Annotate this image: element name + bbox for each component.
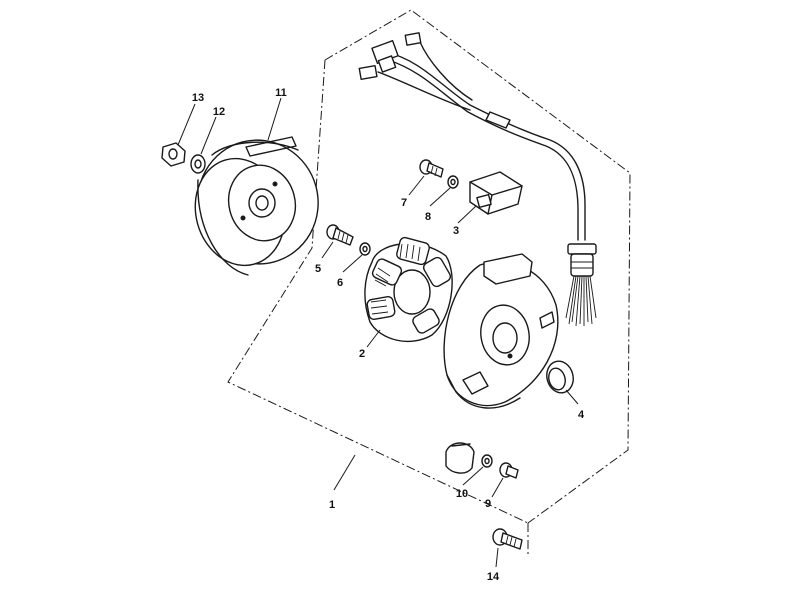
wire-harness [358, 32, 597, 327]
callout-7: 7 [401, 197, 407, 209]
callout-6: 6 [337, 277, 343, 289]
callout-8: 8 [425, 211, 431, 223]
leader-lines [177, 97, 579, 568]
callout-12: 12 [213, 106, 225, 118]
assembly-boundary [227, 9, 631, 555]
callout-4: 4 [578, 409, 585, 421]
callout-11: 11 [275, 87, 287, 99]
callout-2: 2 [359, 348, 365, 360]
part-12-washer [190, 154, 206, 174]
part-5-screw [326, 224, 354, 246]
part-11-flywheel [194, 136, 319, 276]
part-8-washer [447, 175, 459, 189]
part-6-washer [359, 242, 371, 256]
callout-14: 14 [487, 571, 500, 583]
part-14-screw [492, 528, 523, 550]
part-9-screw [499, 462, 519, 479]
part-13-nut [161, 142, 186, 167]
callout-5: 5 [315, 263, 321, 275]
callout-10: 10 [456, 488, 468, 500]
callout-3: 3 [453, 225, 459, 237]
callout-9: 9 [485, 498, 491, 510]
part-4-oil-seal [546, 360, 574, 394]
part-3-pulser-coil [469, 171, 523, 215]
part-7-screw [419, 159, 444, 178]
callout-13: 13 [192, 92, 204, 104]
part-1-base-plate [443, 253, 559, 409]
callout-1: 1 [329, 499, 335, 511]
callout-labels: 1 2 3 4 5 6 7 8 9 10 11 12 13 14 [192, 87, 585, 583]
part-10-clamp [445, 442, 493, 474]
part-2-stator-coil [364, 236, 453, 343]
